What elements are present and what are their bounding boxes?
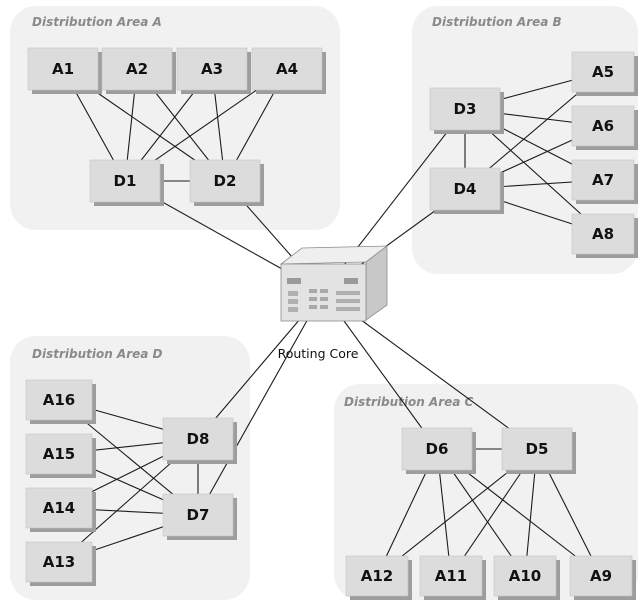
area-b-title: Distribution Area B [432, 15, 562, 29]
node-label-d1: D1 [114, 172, 137, 190]
node-label-d2: D2 [214, 172, 237, 190]
node-label-a6: A6 [592, 117, 614, 135]
node-label-d6: D6 [426, 440, 449, 458]
node-a10: A10 [493, 555, 560, 600]
node-label-d5: D5 [526, 440, 549, 458]
node-label-d3: D3 [454, 100, 477, 118]
area-d-title: Distribution Area D [32, 347, 163, 361]
node-box [571, 51, 635, 93]
node-d5: D5 [501, 427, 576, 474]
node-box [189, 159, 261, 203]
node-a11: A11 [419, 555, 486, 600]
node-d4: D4 [429, 167, 504, 214]
node-a2: A2 [101, 47, 176, 94]
node-box [345, 555, 409, 597]
node-label-a15: A15 [43, 445, 75, 463]
node-box [162, 417, 234, 461]
node-a15: A15 [25, 433, 96, 478]
node-label-a3: A3 [201, 60, 223, 78]
node-a8: A8 [571, 213, 638, 258]
node-a12: A12 [345, 555, 412, 600]
node-label-a2: A2 [126, 60, 148, 78]
node-box [569, 555, 633, 597]
node-a1: A1 [27, 47, 102, 94]
node-box [101, 47, 173, 91]
node-box [571, 213, 635, 255]
node-a6: A6 [571, 105, 638, 150]
node-box [501, 427, 573, 471]
node-box [419, 555, 483, 597]
node-box [25, 379, 93, 421]
node-a13: A13 [25, 541, 96, 586]
node-box [25, 487, 93, 529]
node-label-a7: A7 [592, 171, 614, 189]
node-label-a12: A12 [361, 567, 393, 585]
node-box [429, 167, 501, 211]
node-d3: D3 [429, 87, 504, 134]
node-label-a8: A8 [592, 225, 614, 243]
router-icon [279, 245, 389, 322]
routing-core: Routing Core [278, 245, 389, 361]
node-a4: A4 [251, 47, 326, 94]
node-box [25, 541, 93, 583]
node-a9: A9 [569, 555, 636, 600]
node-a3: A3 [176, 47, 251, 94]
node-box [25, 433, 93, 475]
node-box [429, 87, 501, 131]
node-box [27, 47, 99, 91]
node-label-a9: A9 [590, 567, 612, 585]
node-a7: A7 [571, 159, 638, 204]
node-d7: D7 [162, 493, 237, 540]
area-a-title: Distribution Area A [32, 15, 162, 29]
node-box [401, 427, 473, 471]
node-a5: A5 [571, 51, 638, 96]
node-box [89, 159, 161, 203]
node-label-d4: D4 [454, 180, 477, 198]
node-d6: D6 [401, 427, 476, 474]
node-label-a11: A11 [435, 567, 467, 585]
area-c-title: Distribution Area C [344, 395, 474, 409]
node-box [251, 47, 323, 91]
node-label-d7: D7 [187, 506, 210, 524]
node-d8: D8 [162, 417, 237, 464]
node-a16: A16 [25, 379, 96, 424]
node-box [571, 159, 635, 201]
node-label-a10: A10 [509, 567, 541, 585]
node-box [493, 555, 557, 597]
node-label-a14: A14 [43, 499, 75, 517]
node-a14: A14 [25, 487, 96, 532]
node-box [571, 105, 635, 147]
link-d7-core [197, 291, 324, 516]
node-box [162, 493, 234, 537]
node-label-a1: A1 [52, 60, 74, 78]
node-box [176, 47, 248, 91]
node-d2: D2 [189, 159, 264, 206]
routing-core-label: Routing Core [278, 346, 359, 361]
node-label-a16: A16 [43, 391, 75, 409]
node-d1: D1 [89, 159, 164, 206]
node-label-a4: A4 [276, 60, 298, 78]
node-label-a5: A5 [592, 63, 614, 81]
node-label-a13: A13 [43, 553, 75, 571]
node-label-d8: D8 [187, 430, 210, 448]
